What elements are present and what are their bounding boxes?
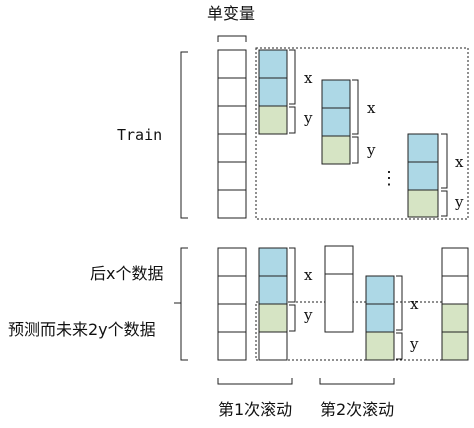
train-window-2-x-label: x [367,99,376,117]
train-window-3 [407,133,448,218]
predict-window-1-y-label: y [304,306,313,324]
x-brace [289,49,296,105]
train-windows-frame [255,47,469,220]
empty-cell [258,331,288,361]
x-cell [258,49,288,79]
series-cell [217,303,247,333]
train-window-2 [321,79,359,165]
predict-window-1 [258,247,296,361]
predict-label: 预测而未来2y个数据 [8,320,156,339]
series-cell [217,133,247,163]
series-cell [217,77,247,107]
predict-window-2-y-label: y [410,335,419,353]
empty-cell [441,247,469,277]
ellipsis-label: ⋮ [380,168,398,189]
x-brace [441,133,448,189]
series-cell [217,49,247,79]
train-bracket [180,51,188,219]
y-cell [258,303,288,333]
series-cell [217,275,247,305]
empty-cell [324,273,354,333]
x-brace [396,275,403,331]
roll-1-bracket [217,378,293,385]
predict-window-2-x-label: x [410,295,419,313]
series-cell [217,331,247,361]
y-brace [441,190,448,217]
x-cell [321,79,351,109]
univariate-brace [217,35,247,42]
y-cell [441,331,469,361]
train-window-1-y-label: y [304,109,313,127]
y-cell [441,303,469,333]
y-brace [396,332,403,360]
train-window-2-y-label: y [367,141,376,159]
train-window-1-x-label: x [304,69,313,87]
roll-2-bracket [319,378,395,385]
series-cell [217,189,247,219]
x-brace [352,79,359,135]
series-cell [217,247,247,277]
univariate-label: 单变量 [207,4,256,23]
y-brace [289,304,296,332]
train-series-column [217,49,247,219]
x-cell [258,275,288,305]
x-cell [258,77,288,107]
series-cell [217,161,247,191]
train-window-3-y-label: y [455,193,464,211]
x-cell [407,133,439,163]
y-brace [352,136,359,164]
train-label: Train [117,126,163,144]
roll-1-label: 第1次滚动 [218,400,293,419]
predict-bracket [174,247,188,361]
roll-2-label: 第2次滚动 [320,400,395,419]
predict-series-column [217,247,247,361]
x-cell [258,247,288,277]
x-cell [321,107,351,137]
predict-windows-frame [255,301,469,361]
x-brace [289,247,296,303]
predict-window-2 [324,245,403,361]
y-cell [365,331,395,361]
series-cell [217,105,247,135]
empty-cell [441,275,469,305]
predict-window-1-x-label: x [304,266,313,284]
x-cell [365,275,395,305]
x-cell [407,161,439,191]
x-cell [365,303,395,333]
last-x-label: 后x个数据 [90,264,164,283]
train-window-1 [258,49,296,135]
y-cell [258,105,288,135]
y-cell [407,189,439,218]
y-brace [289,106,296,134]
train-window-3-x-label: x [455,153,464,171]
y-cell [321,135,351,165]
empty-cell [324,245,354,275]
predict-window-3 [441,247,469,361]
